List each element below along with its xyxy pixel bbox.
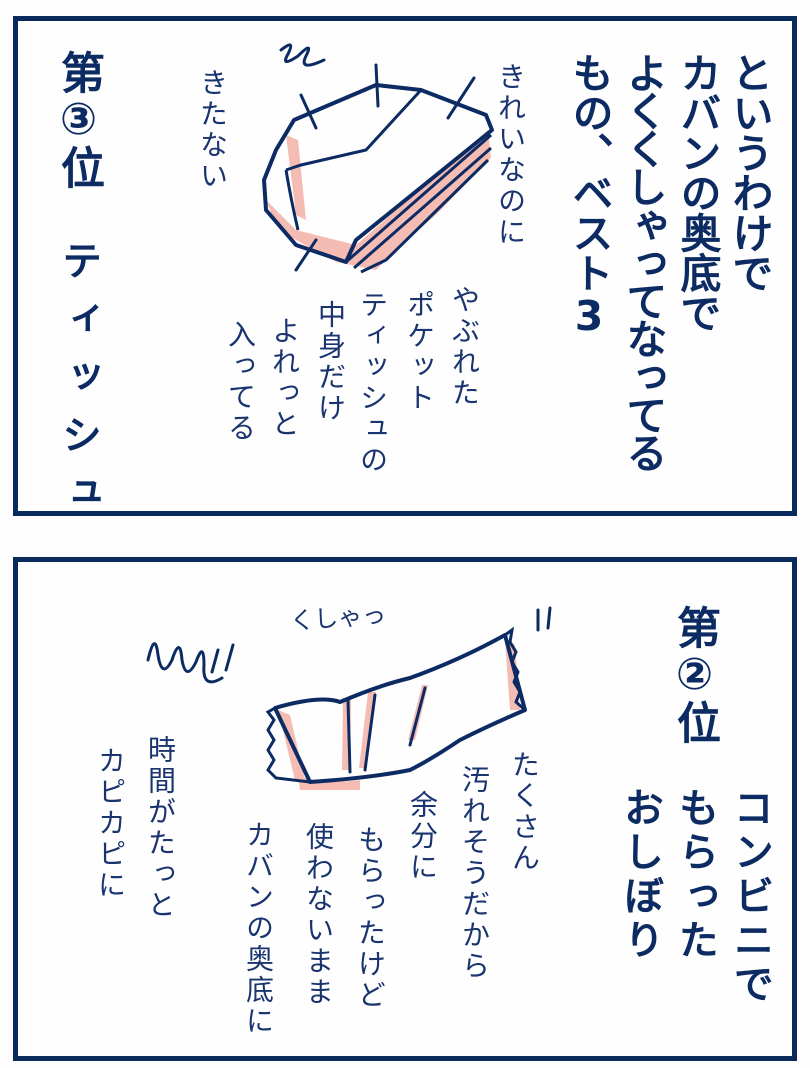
note-tissue-no: ティッシュの: [356, 290, 389, 476]
item-name-line-3: おしぼり: [617, 787, 663, 963]
note-nakami: 中身だけ: [314, 300, 347, 424]
note-yogoresou: 汚れそうだから: [458, 765, 491, 982]
item-name-tissue: ティッシュ: [55, 240, 101, 530]
tissue-outline: [262, 83, 494, 264]
note-takusan: たくさん: [508, 750, 541, 874]
comic-panel-2: [13, 557, 797, 1061]
note-jikan: 時間がたっと: [144, 735, 177, 921]
note-moratta: もらったけど: [354, 825, 387, 1011]
wiggle-mark: [146, 642, 224, 684]
motion-marks-right: [536, 606, 552, 632]
note-kaban: カバンの奥底に: [242, 820, 275, 1037]
note-yobun: 余分に: [406, 790, 439, 883]
motion-lines: [294, 63, 476, 272]
rank-label-3: 第③位: [53, 50, 104, 189]
tissue-illustration: [262, 43, 494, 274]
note-yabureta: やぶれた: [448, 285, 481, 409]
panel1-title-line-3: よくくしゃってなってる: [619, 52, 667, 470]
oshibori-illustration: [265, 626, 527, 790]
item-name-line-1: コンビニで: [727, 787, 773, 1007]
item-name-line-2: もらった: [672, 787, 718, 963]
oshibori-right-seal: [504, 626, 526, 712]
tissue-pink-layers: [266, 130, 491, 270]
rank-label-2: 第②位: [669, 605, 720, 744]
oshibori-pink-shading: [278, 640, 520, 790]
note-yoretto: よれっと: [268, 316, 301, 440]
crease-lines: [346, 686, 427, 774]
note-haitteru: 入ってる: [224, 320, 257, 444]
panel1-title-line-2: カバンの奥底で: [673, 52, 721, 332]
motion-marks-panel2: [146, 642, 235, 684]
note-kapikapi: カピカピに: [94, 746, 127, 901]
tissue-top-fold: [285, 88, 423, 172]
note-pocket: ポケット: [403, 290, 436, 414]
oshibori-outline: [273, 633, 527, 784]
comic-panel-1: [13, 16, 797, 516]
oshibori-left-seal: [265, 706, 311, 784]
note-tsukawanai: 使わないまま: [302, 822, 335, 1008]
panel1-title-line-4: もの、ベスト3: [565, 52, 613, 339]
wiggle-mark: [279, 43, 326, 67]
note-kitanai: きたない: [196, 68, 229, 192]
panel1-title-line-1: というわけで: [725, 52, 773, 292]
note-kirei: きれいなのに: [494, 62, 527, 248]
